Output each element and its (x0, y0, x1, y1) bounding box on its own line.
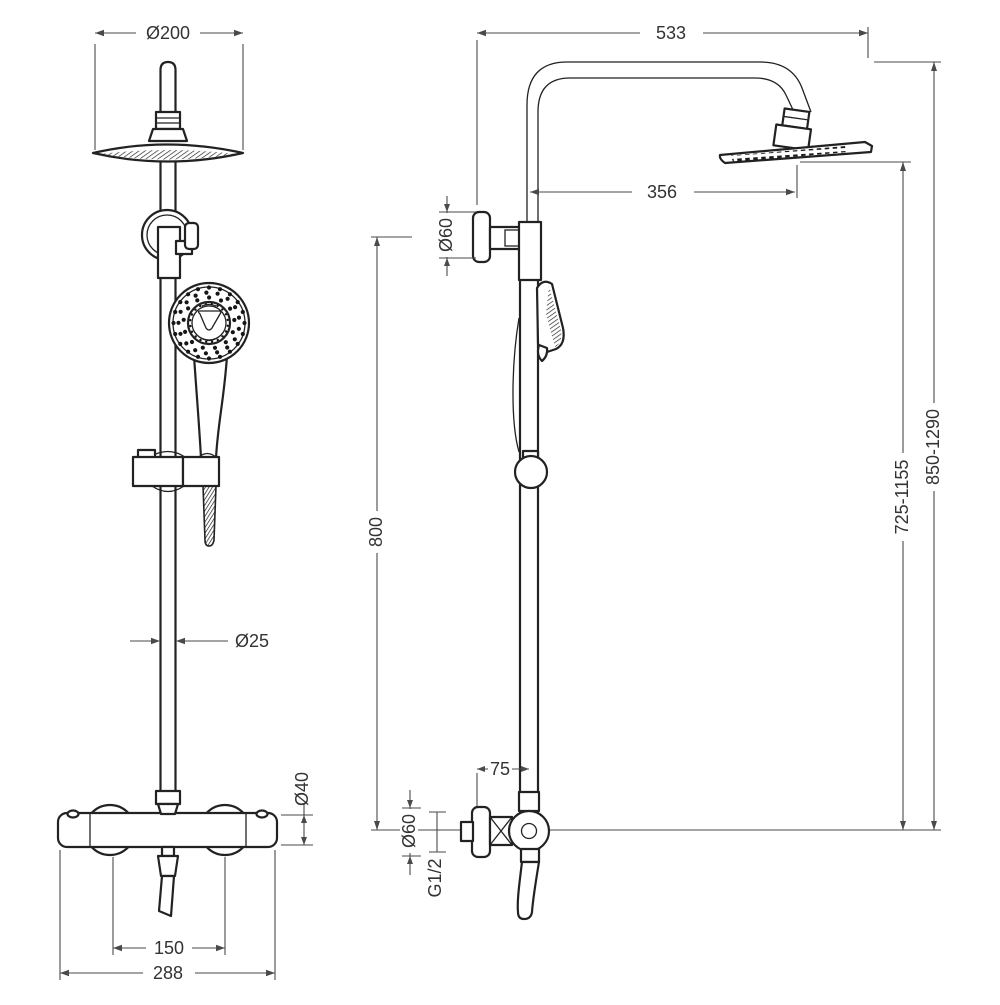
head-connector-nut (154, 110, 182, 131)
dim-rail-diameter: Ø25 (130, 631, 269, 651)
indicator-button (255, 809, 269, 819)
dim-label: 150 (154, 938, 184, 958)
shower-arm-inner (537, 77, 796, 230)
outlet-side (519, 847, 541, 864)
dim-wall-to-rail: 75 (476, 759, 529, 806)
dim-label: Ø40 (292, 772, 312, 806)
dim-label: Ø200 (146, 23, 190, 43)
dim-overall-height: 850-1290 (874, 61, 943, 830)
dim-label: Ø25 (235, 631, 269, 651)
spray-mode-selector (197, 310, 222, 331)
rain-head-spray-face (101, 150, 235, 160)
shower-arm-outer (526, 61, 812, 230)
wall-bracket-side (471, 210, 522, 264)
dim-inlet-thread: G1/2 (425, 811, 446, 898)
bracket-knob (183, 221, 200, 251)
indicator-button (66, 809, 80, 819)
rail-collar-side (517, 220, 543, 282)
dim-label: 800 (366, 517, 386, 547)
dim-valve-width: 288 (59, 850, 276, 983)
dim-label: 356 (647, 182, 677, 202)
valve-body (56, 811, 279, 849)
dim-label: 850-1290 (923, 409, 943, 485)
front-view: Ø200 Ø25 Ø40 (56, 23, 313, 983)
spray-nozzle-pattern (171, 285, 247, 361)
slider-bracket (131, 448, 221, 493)
outlet-neck (160, 845, 176, 858)
dim-rail-length: 800 (366, 236, 412, 830)
shower-hose (202, 485, 217, 547)
valve-wall-flange (470, 805, 492, 859)
outlet-hose (157, 874, 176, 918)
side-head-connector (772, 107, 813, 152)
inlet-thread-pin (459, 820, 475, 843)
dim-head-diameter: Ø200 (94, 23, 244, 150)
dim-label: Ø60 (436, 218, 456, 252)
dim-label: 75 (490, 759, 510, 779)
dim-overall-reach: 533 (476, 23, 869, 205)
head-connector-cone (147, 127, 189, 143)
dim-label: 725-1155 (892, 460, 912, 535)
valve-side (459, 790, 551, 921)
hand-shower-side (535, 280, 565, 363)
dim-label: 288 (153, 963, 183, 983)
hand-shower-head (167, 281, 251, 365)
dim-valve-diameter: Ø40 (281, 772, 313, 846)
dim-label: Ø60 (399, 814, 419, 848)
riser-rail-side (518, 276, 540, 814)
hose-side (516, 860, 541, 921)
rail-to-valve-fitting (154, 789, 182, 806)
valve-knob-side (507, 809, 551, 853)
dim-label: 533 (656, 23, 686, 43)
hand-shower-handle-side (512, 317, 520, 453)
rail-valve-fitting-side (517, 790, 541, 813)
dim-label: G1/2 (425, 858, 445, 897)
outlet-body (156, 854, 180, 878)
hand-shower-handle (192, 354, 229, 460)
dim-valve-to-spray-face: 725-1155 (800, 161, 912, 830)
slider-knob-side (513, 454, 549, 490)
rain-head-side-spray-face (731, 146, 848, 162)
dim-bracket-diameter: Ø60 (436, 196, 476, 276)
dim-valve-flange-diameter: Ø60 (399, 790, 421, 875)
dim-head-offset: 356 (530, 165, 798, 202)
thermostatic-valve (56, 789, 279, 918)
dim-hot-cold-centres: 150 (112, 857, 226, 958)
side-view: 533 356 Ø60 (366, 23, 943, 921)
